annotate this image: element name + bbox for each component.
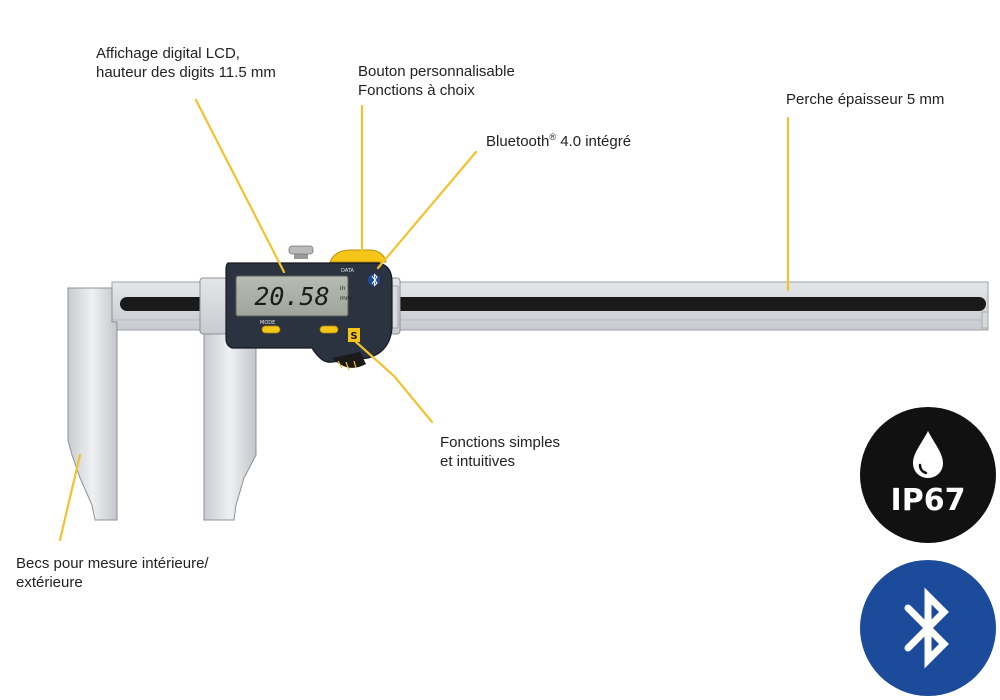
ip67-badge: IP67 [860,407,996,543]
label-functions-line2: et intuitives [440,453,516,470]
bluetooth-badge [860,560,996,696]
label-jaws-line1: Becs pour mesure intérieure/ [16,555,209,572]
label-bluetooth-prefix: Bluetooth [486,133,550,150]
label-functions-line1: Fonctions simples [440,434,561,451]
label-bluetooth-reg: ® [549,132,557,142]
lcd-unit-mark: in [340,285,346,292]
leader-lines [58,98,790,542]
label-lcd: Affichage digital LCD, hauteur des digit… [96,44,276,82]
leader-functions [354,340,434,424]
leader-jaws [58,453,82,542]
label-lcd-line2: hauteur des digits 11.5 mm [96,64,276,81]
bluetooth-icon [904,587,949,669]
function-button-right[interactable] [319,325,339,334]
water-drop-icon [913,431,943,478]
thumb-roller [332,352,366,371]
brand-logo: S [348,328,360,342]
lcd-reading: 20.58 [254,282,329,311]
custom-button[interactable] [329,249,387,263]
svg-text:S: S [350,331,357,342]
label-lcd-line1: Affichage digital LCD, [96,45,240,62]
label-beam-text: Perche épaisseur 5 mm [786,91,945,108]
thumb-screw [288,245,314,259]
lcd-screen: 20.58 in mm [235,275,352,317]
leader-lcd [194,98,286,274]
label-jaws-line2: extérieure [16,574,83,591]
fixed-jaw [67,287,118,521]
label-bluetooth-suffix: 4.0 intégré [556,133,632,150]
leader-bluetooth [376,150,478,270]
label-button-line1: Bouton personnalisable [358,63,515,80]
function-button-left[interactable] [261,325,281,334]
housing-bluetooth-icon [368,273,380,287]
housing-mark-2: MODE [260,320,275,326]
label-bluetooth: Bluetooth® 4.0 intégré [486,132,631,151]
housing-mark: DATA [341,268,354,274]
label-jaws: Becs pour mesure intérieure/ extérieure [16,554,209,592]
sliding-jaw [203,319,257,521]
lcd-unit-mark-2: mm [340,295,352,302]
label-button-line2: Fonctions à choix [358,82,475,99]
label-functions: Fonctions simples et intuitives [440,433,560,471]
label-button: Bouton personnalisable Fonctions à choix [358,62,515,100]
ip-rating-text: IP67 [890,483,966,518]
label-beam: Perche épaisseur 5 mm [786,90,944,109]
